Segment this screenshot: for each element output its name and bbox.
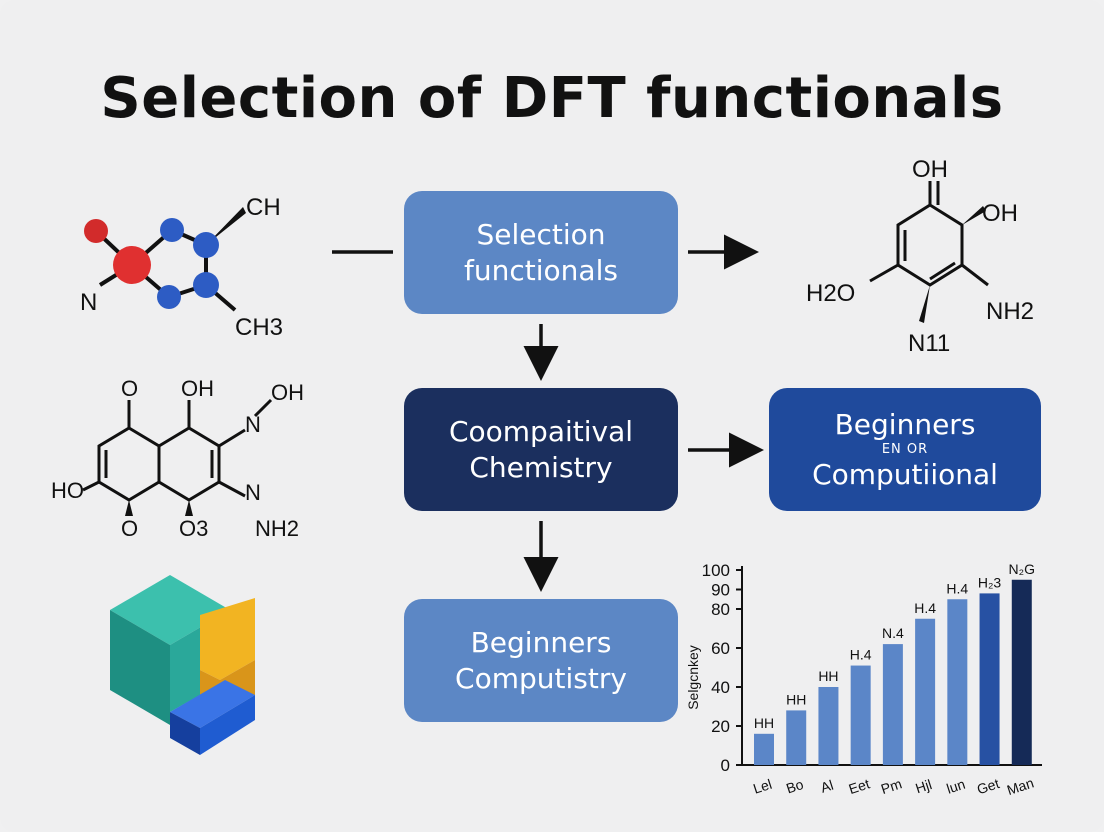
beginners-computistry-box: Beginners Computistry (404, 599, 678, 722)
atom-label: OH (912, 156, 948, 183)
y-tick-label: 60 (711, 639, 730, 658)
bar-label: HH (754, 715, 774, 731)
bar (786, 710, 807, 765)
box-label-line1: Coompaitival (448, 414, 634, 448)
box-label-line1: Selection (476, 217, 606, 251)
y-tick-label: 40 (711, 678, 730, 697)
bar-label: N.4 (882, 625, 904, 641)
atom-label: O (121, 516, 138, 541)
x-tick-label: Get (975, 775, 1002, 797)
atom-label: OH (271, 380, 304, 405)
atom-label: NH2 (255, 516, 299, 541)
beginners-computational-box: Beginners EN OR Computiional (769, 388, 1041, 511)
atom-label: OH (181, 376, 214, 401)
bar (915, 618, 936, 765)
cube-logo-icon (110, 575, 255, 755)
bar (882, 644, 903, 765)
bar (979, 593, 1000, 765)
bar-label: H.4 (850, 647, 872, 663)
bar (850, 665, 871, 765)
bar (818, 687, 839, 765)
y-tick-label: 90 (711, 581, 730, 600)
x-tick-label: lun (944, 776, 967, 797)
x-tick-label: Al (819, 777, 836, 796)
atom-label: O (121, 376, 138, 401)
y-tick-label: 0 (721, 756, 730, 775)
atom-label: CH3 (235, 314, 283, 335)
atom-label: H2O (806, 280, 855, 307)
x-tick-label: Bo (784, 776, 805, 797)
atom-label: HO (51, 478, 84, 503)
box-label-line2: Chemistry (469, 450, 613, 484)
x-tick-label: Man (1005, 774, 1036, 798)
y-tick-label: 80 (711, 600, 730, 619)
fused-ring-molecule: O OH N OH HO N NH2 O O3 (51, 376, 304, 541)
ball-stick-molecule: CH N CH3 (80, 194, 283, 335)
atom-label: N (245, 480, 261, 505)
bar-label: H₂3 (978, 574, 1002, 590)
computational-chemistry-box: Coompaitival Chemistry (404, 388, 678, 511)
bar (947, 599, 968, 765)
x-tick-label: Eet (847, 775, 872, 797)
box-label-line2: Computiional (812, 457, 998, 491)
x-tick-label: Pm (879, 775, 904, 797)
box-label-line1: Beginners (470, 625, 612, 659)
box-sublabel: EN OR (881, 441, 929, 457)
selection-functionals-box: Selection functionals (404, 191, 678, 314)
x-tick-label: Lel (751, 776, 774, 797)
bar-label: HH (786, 691, 806, 707)
bar (1011, 579, 1032, 765)
atom-label: NH2 (986, 298, 1034, 325)
bar-label: HH (818, 668, 838, 684)
bar-label: H.4 (946, 580, 968, 596)
y-tick-label: 20 (711, 717, 730, 736)
atom-label: N (80, 289, 97, 316)
ring-molecule: OH OH H2O NH2 N11 (806, 156, 1034, 355)
bar-chart: 02040608090100SelgcnkeyHHLelHHBoHHAlH.4E… (685, 561, 1042, 798)
atom-label: N (245, 412, 261, 437)
atom-label: O3 (179, 516, 208, 541)
box-label-line1: Beginners (834, 407, 976, 441)
box-label-line2: functionals (464, 253, 618, 287)
atom-label: N11 (908, 330, 950, 355)
x-tick-label: Hjl (913, 776, 933, 796)
y-tick-label: 100 (702, 561, 730, 580)
atom-label: CH (246, 194, 281, 221)
box-label-line2: Computistry (455, 661, 627, 695)
bar-label: N₂G (1009, 561, 1035, 577)
bar-label: H.4 (914, 600, 936, 616)
y-axis-label: Selgcnkey (685, 645, 701, 710)
bar (754, 733, 774, 765)
page-title: Selection of DFT functionals (100, 66, 1004, 131)
atom-label: OH (982, 200, 1018, 227)
